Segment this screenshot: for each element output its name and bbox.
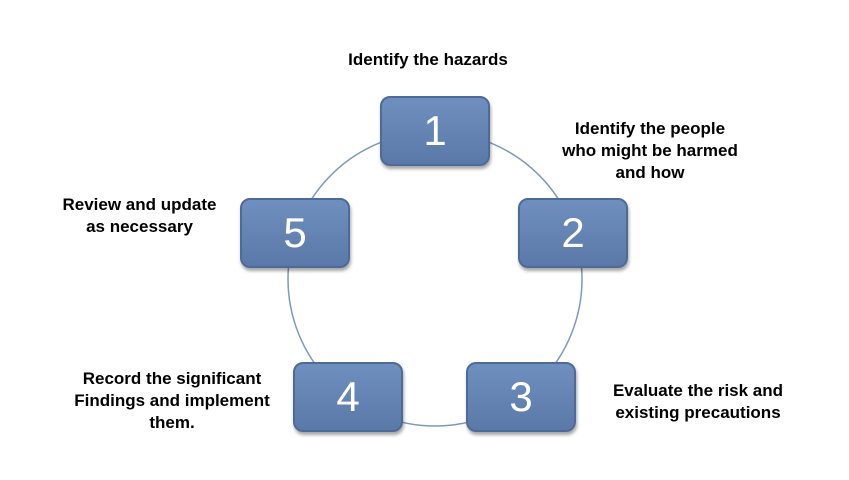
- step-label-5-line-2: as necessary: [86, 217, 193, 236]
- step-label-1-line-1: Identify the hazards: [348, 50, 508, 69]
- step-label-4: Record the significant Findings and impl…: [57, 368, 287, 434]
- step-label-2-line-3: and how: [615, 163, 685, 182]
- step-label-2: Identify the people who might be harmed …: [545, 118, 755, 184]
- step-box-2: 2: [518, 198, 628, 268]
- step-label-4-line-1: Record the significant: [82, 369, 262, 388]
- step-label-1: Identify the hazards: [328, 49, 528, 71]
- step-label-3-line-1: Evaluate the risk and: [612, 381, 784, 400]
- step-box-3: 3: [466, 362, 576, 432]
- step-box-4: 4: [293, 362, 403, 432]
- step-label-3: Evaluate the risk and existing precautio…: [593, 380, 803, 424]
- step-label-4-line-2: Findings and implement: [74, 391, 270, 410]
- step-box-1: 1: [380, 96, 490, 166]
- step-label-3-line-2: existing precautions: [615, 403, 781, 422]
- step-label-2-line-2: who might be harmed: [562, 141, 738, 160]
- step-label-5-line-1: Review and update: [62, 195, 217, 214]
- step-label-4-line-3: them.: [149, 413, 195, 432]
- step-label-5: Review and update as necessary: [42, 194, 237, 238]
- step-label-2-line-1: Identify the people: [574, 119, 726, 138]
- step-box-5: 5: [240, 198, 350, 268]
